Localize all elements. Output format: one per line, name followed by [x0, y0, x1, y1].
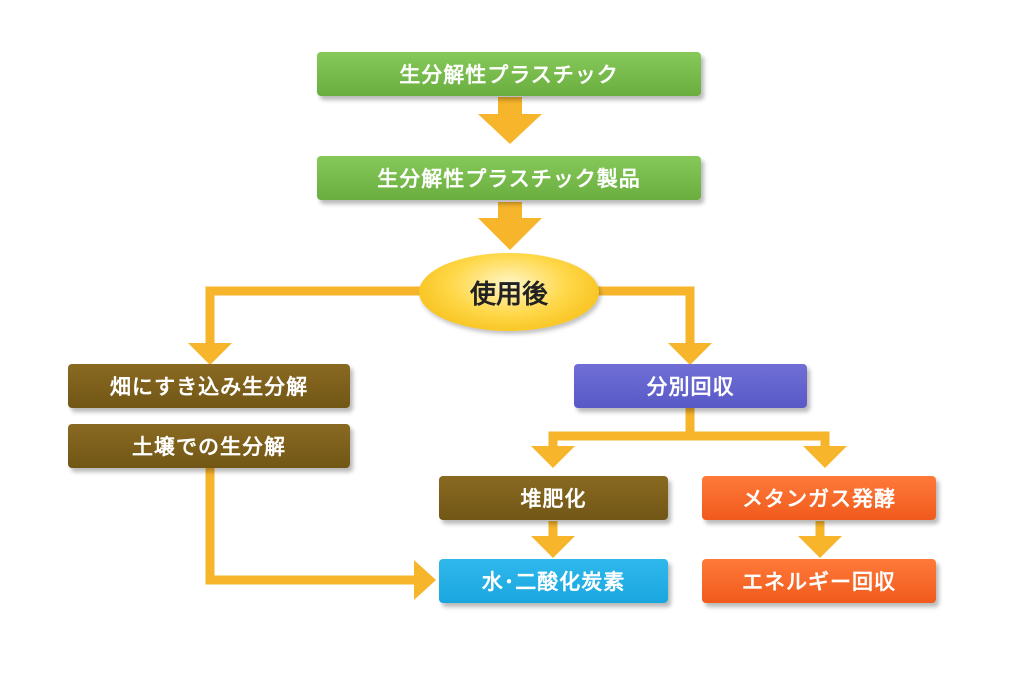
arrowhead-water-from-composting	[531, 536, 575, 558]
node-separate-collection: 分別回収	[574, 364, 807, 408]
node-separate-collection-label: 分別回収	[646, 375, 735, 399]
node-composting: 堆肥化	[439, 476, 668, 520]
arrow-bioplastic-to-products	[478, 97, 542, 144]
arrowhead-water-from-soil	[414, 560, 436, 600]
arrowhead-composting	[531, 446, 575, 468]
line-split	[548, 431, 830, 448]
node-bioplastic-products-label: 生分解性プラスチック製品	[377, 167, 641, 191]
arrowhead-energy	[798, 536, 842, 558]
node-after-use-label: 使用後	[469, 279, 548, 310]
node-field-degradation: 畑にすき込み生分解	[68, 364, 350, 408]
line-soil-to-water	[205, 468, 418, 585]
node-soil-degradation: 土壌での生分解	[68, 424, 350, 468]
line-afteruse-to-field	[205, 286, 420, 345]
line-afteruse-to-collection	[598, 286, 695, 345]
arrow-products-to-afteruse	[478, 202, 542, 250]
arrowhead-methane	[803, 446, 847, 468]
node-methane-fermentation: メタンガス発酵	[702, 476, 936, 520]
node-field-degradation-label: 畑にすき込み生分解	[109, 375, 309, 399]
node-bioplastic-label: 生分解性プラスチック	[399, 63, 619, 87]
node-composting-label: 堆肥化	[520, 487, 587, 511]
node-methane-fermentation-label: メタンガス発酵	[742, 487, 896, 511]
node-energy-recovery-label: エネルギー回収	[742, 570, 896, 594]
node-soil-degradation-label: 土壌での生分解	[132, 435, 286, 459]
node-after-use: 使用後	[419, 253, 599, 331]
node-bioplastic: 生分解性プラスチック	[317, 52, 701, 96]
node-bioplastic-products: 生分解性プラスチック製品	[317, 156, 701, 200]
node-energy-recovery: エネルギー回収	[702, 559, 936, 603]
arrowhead-field	[188, 343, 232, 365]
node-water-co2-label: 水･二酸化炭素	[481, 570, 626, 594]
node-water-co2: 水･二酸化炭素	[439, 559, 668, 603]
arrowhead-collection	[668, 343, 712, 365]
